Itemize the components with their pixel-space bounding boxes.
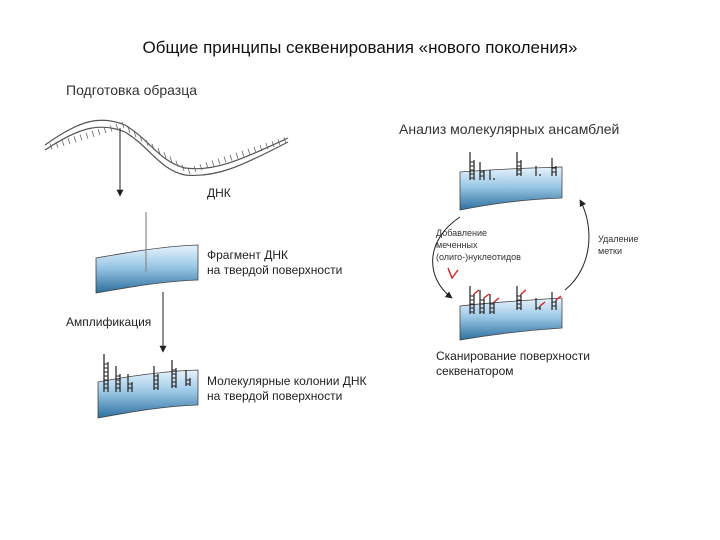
- dna-label: ДНК: [207, 186, 231, 200]
- add-nucleotides-label-3: (олиго-)нуклеотидов: [436, 252, 521, 262]
- remove-label-1: Удаление: [598, 234, 639, 244]
- scan-label-2: секвенатором: [436, 364, 514, 378]
- dna-colonies: [103, 354, 191, 392]
- colonies-surface: [97, 354, 199, 419]
- ensemble-analysis-heading: Анализ молекулярных ансамблей: [399, 121, 620, 137]
- red-label-mark: [447, 267, 459, 280]
- sample-prep-heading: Подготовка образца: [66, 82, 198, 98]
- ensemble-surface-top: [459, 152, 563, 211]
- scan-label-1: Сканирование поверхности: [436, 349, 590, 363]
- fragment-surface: [95, 212, 199, 294]
- slide-title: Общие принципы секвенирования «нового по…: [142, 38, 578, 57]
- dna-colonies-top: [469, 152, 557, 180]
- remove-label-arrow: [564, 199, 590, 291]
- add-nucleotides-label-1: Добавление: [436, 228, 487, 238]
- fragment-label-1: Фрагмент ДНК: [207, 248, 289, 262]
- colonies-label-2: на твердой поверхности: [207, 389, 343, 403]
- dna-colonies-labeled: [469, 286, 562, 314]
- add-nucleotides-label-2: меченных: [436, 240, 478, 250]
- amplification-label: Амплификация: [66, 315, 152, 329]
- remove-label-2: метки: [598, 246, 622, 256]
- dna-helix-rungs: [49, 121, 287, 175]
- fragment-label-2: на твердой поверхности: [207, 263, 343, 277]
- dna-helix: [44, 119, 289, 177]
- colonies-label-1: Молекулярные колонии ДНК: [207, 374, 367, 388]
- add-nucleotides-arrow: [432, 216, 461, 299]
- ensemble-surface-bottom: [459, 286, 563, 341]
